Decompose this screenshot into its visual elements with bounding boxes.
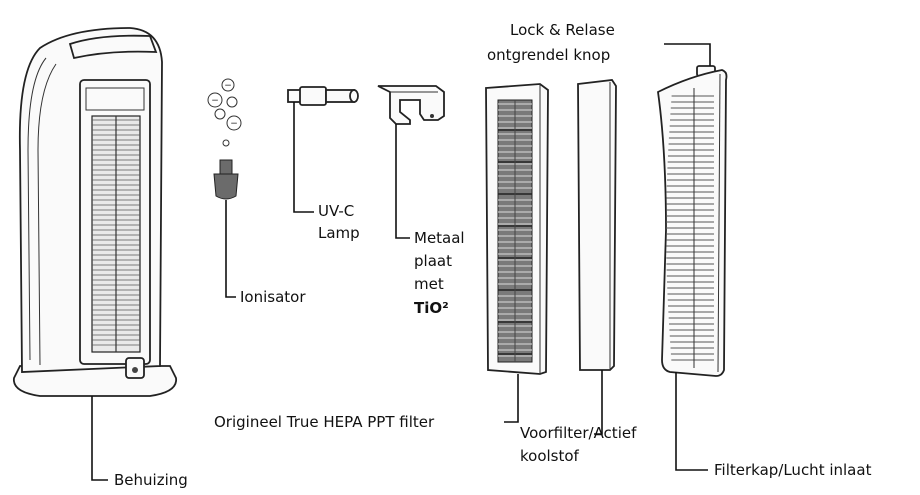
ionizer-part: − − −: [207, 78, 242, 298]
metal-plate-label-3: met: [414, 275, 444, 293]
prefilter-label-1: Voorfilter/Actief: [520, 424, 637, 442]
uvc-label: UV-C: [318, 202, 355, 220]
lamp-label: Lamp: [318, 224, 360, 242]
ionizer-label: Ionisator: [240, 288, 306, 306]
metal-plate-part: [377, 85, 445, 239]
metal-plate-label-1: Metaal: [414, 229, 465, 247]
tio2-label: TiO²: [414, 299, 449, 317]
filter-cap-grill: [666, 88, 714, 368]
hepa-pleat-pattern: [498, 100, 532, 362]
prefilter-part: [577, 79, 617, 435]
filter-cap-part: [657, 43, 728, 471]
metal-plate-label-2: plaat: [414, 252, 452, 270]
housing-unit: [13, 27, 177, 397]
filter-cap-label: Filterkap/Lucht inlaat: [714, 461, 872, 479]
hepa-filter-label: Origineel True HEPA PPT filter: [214, 413, 435, 431]
uvc-lamp-part: [287, 86, 359, 213]
svg-text:−: −: [224, 81, 232, 91]
svg-text:−: −: [211, 96, 219, 106]
housing-grill: [92, 116, 140, 352]
housing-leader-line: [91, 396, 108, 481]
hepa-filter-part: [485, 83, 549, 423]
lock-label-line2: ontgrendel knop: [487, 46, 611, 64]
housing-label: Behuizing: [114, 471, 188, 489]
svg-text:−: −: [230, 119, 238, 129]
lock-label: Lock & Relase: [510, 21, 615, 39]
prefilter-label-2: koolstof: [520, 447, 579, 465]
